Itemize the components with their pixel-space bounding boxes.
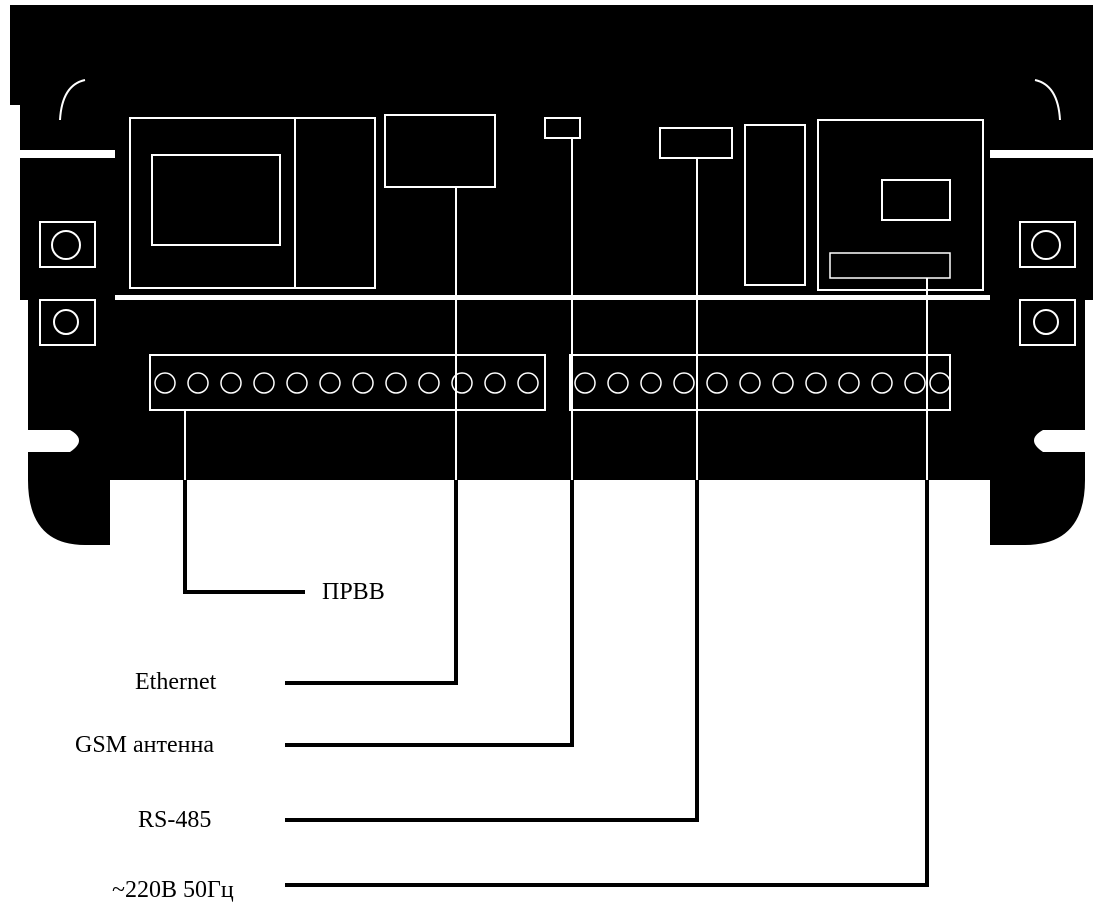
ethernet-label: Ethernet [135, 669, 217, 695]
device-body [10, 5, 1093, 545]
ethernet-callout-line [285, 480, 458, 685]
prvv-label: ПРВВ [322, 579, 385, 605]
gsm-callout-line [285, 480, 574, 747]
gsm-antenna-label: GSM антенна [75, 732, 214, 758]
rs485-label: RS-485 [138, 807, 212, 833]
power-label: ~220В 50Гц [112, 877, 234, 903]
rs485-callout-line [285, 480, 699, 822]
power-callout-line [285, 480, 929, 887]
prvv-callout-line [183, 480, 305, 594]
